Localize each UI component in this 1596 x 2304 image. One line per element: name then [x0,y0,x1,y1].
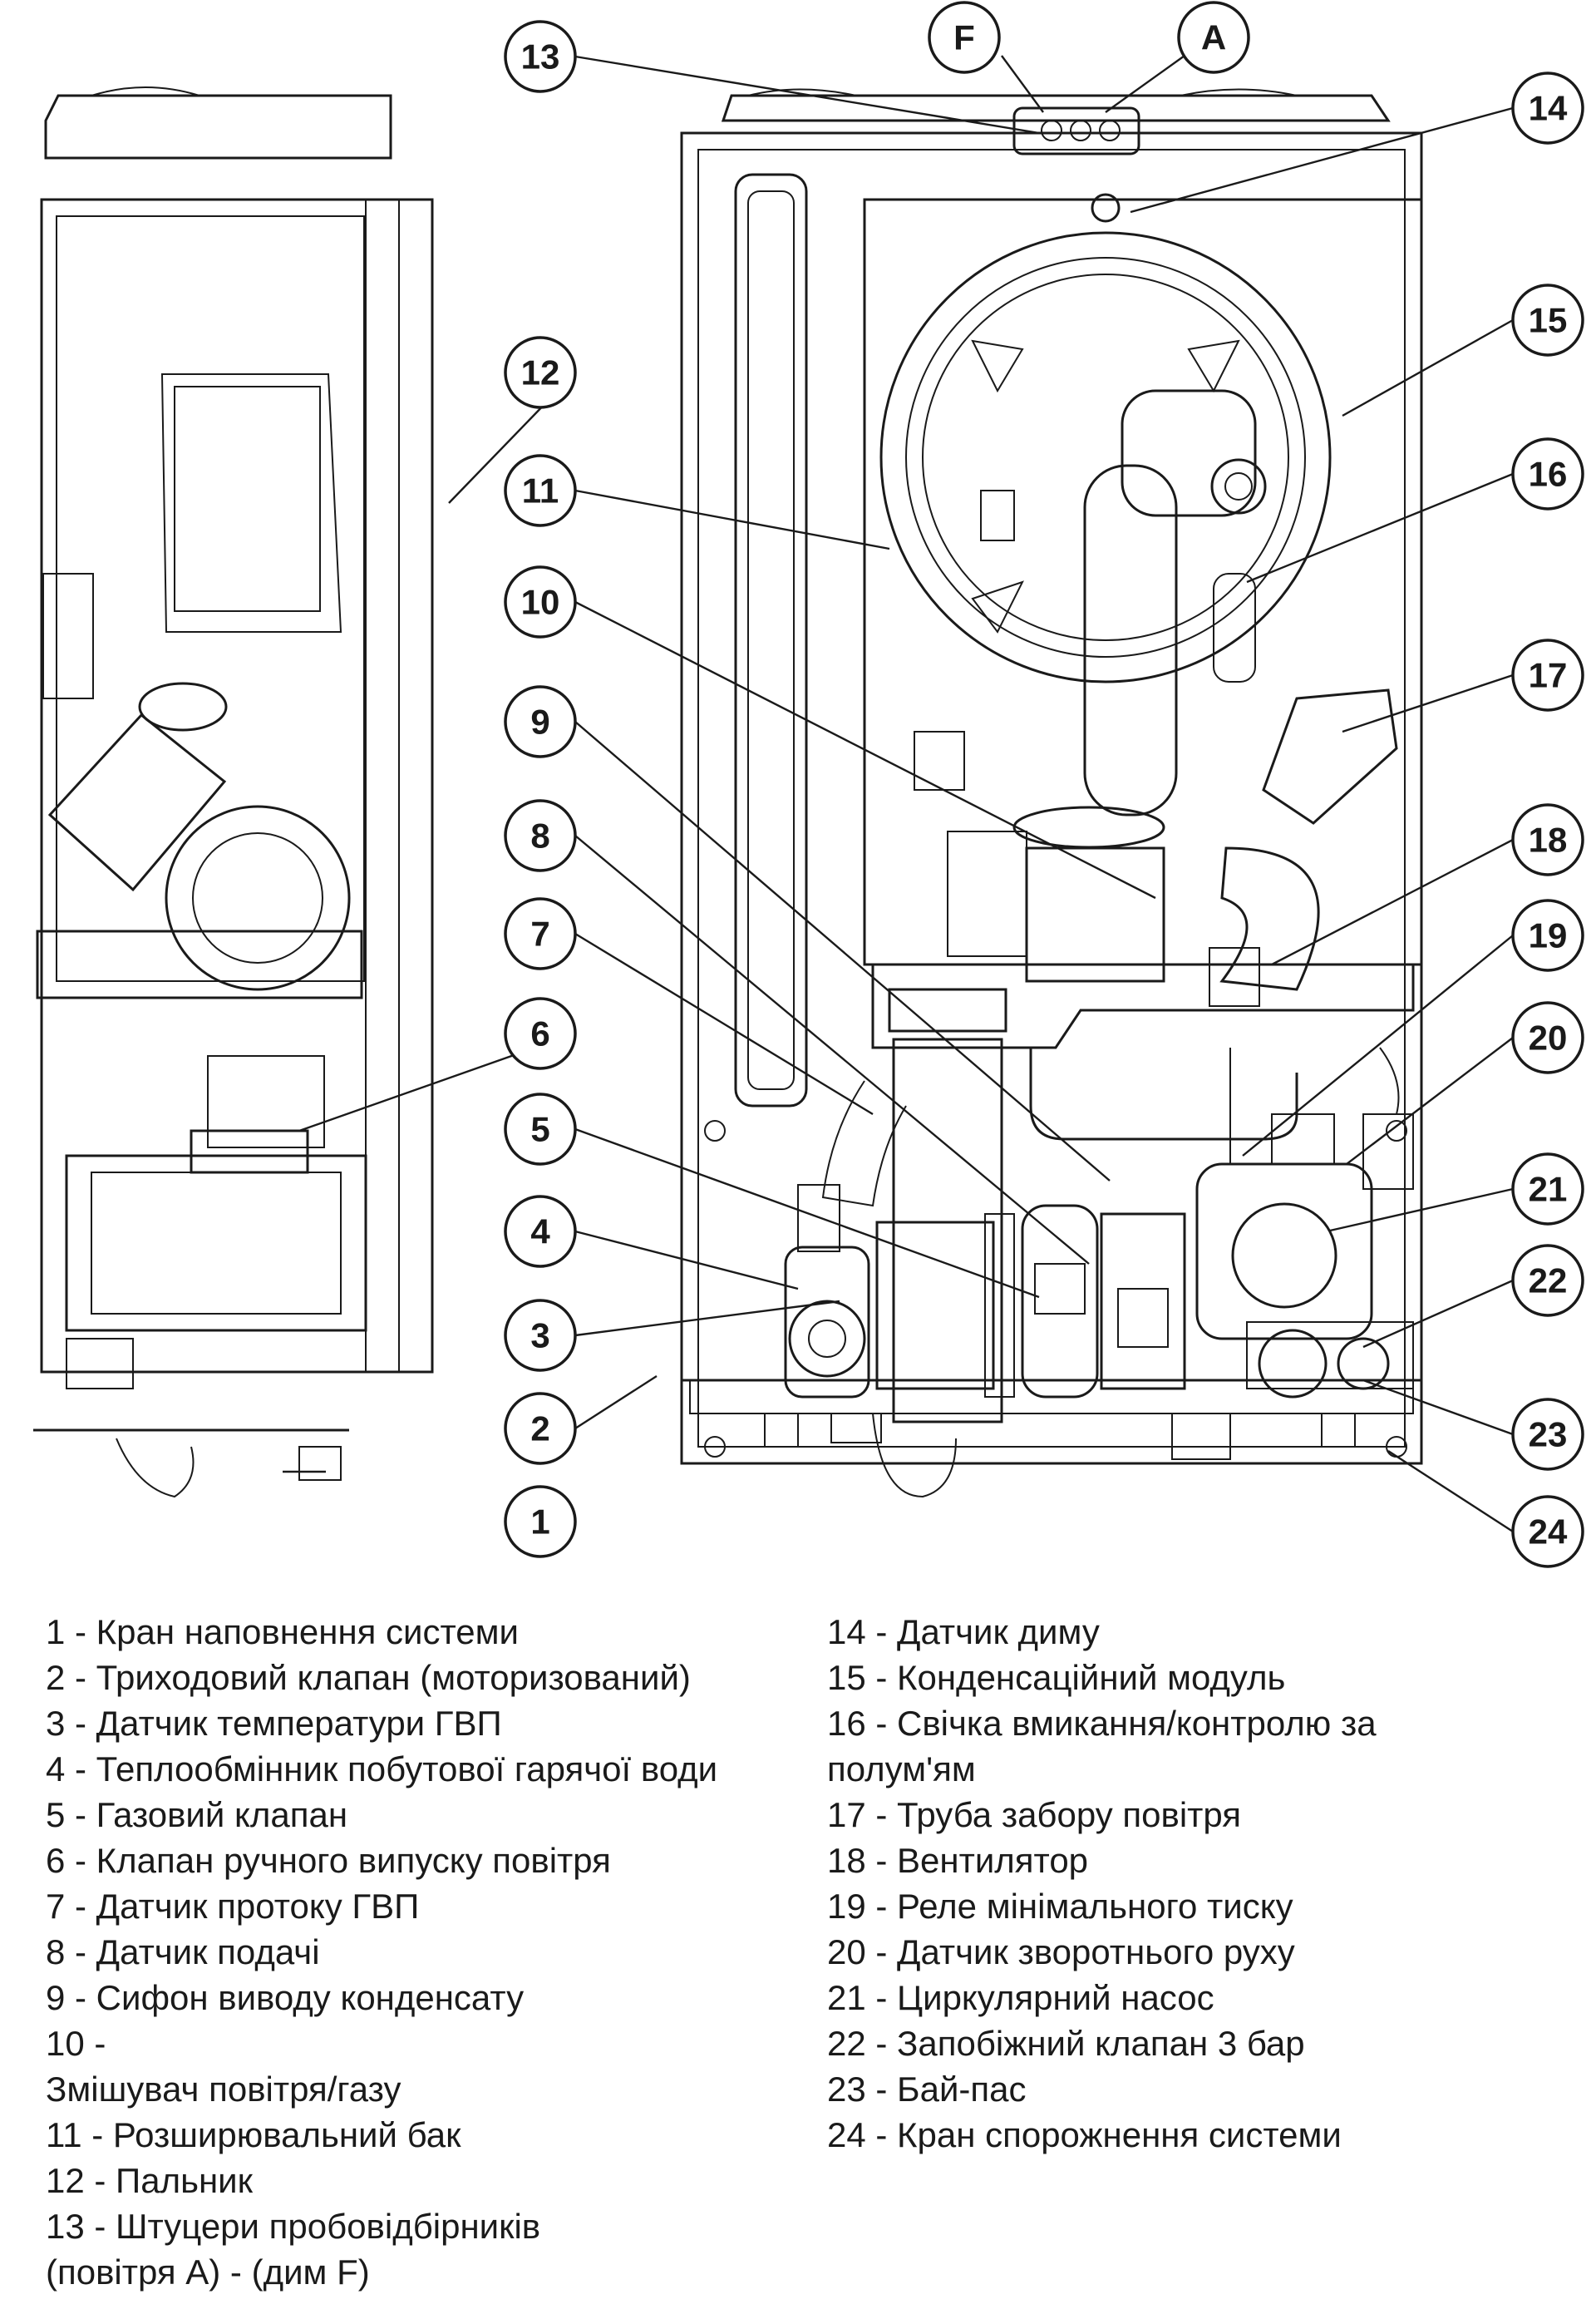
legend-item: 7 - Датчик протоку ГВП [46,1887,420,1926]
legend-item: 18 - Вентилятор [827,1841,1089,1880]
callout-23: 23 [1511,1398,1584,1471]
callout-22: 22 [1511,1244,1584,1317]
legend-left-column: 1 - Кран наповнення системи 2 - Триходов… [46,1609,810,2295]
callout-A: A [1177,1,1250,74]
callout-13: 13 [504,20,577,93]
legend-item: 1 - Кран наповнення системи [46,1612,519,1651]
callout-5: 5 [504,1093,577,1166]
legend-item: 22 - Запобіжний клапан 3 бар [827,2024,1305,2063]
svg-text:12: 12 [521,353,560,392]
callout-6: 6 [504,997,577,1070]
callout-7: 7 [504,897,577,970]
legend-item: 24 - Кран спорожнення системи [827,2115,1342,2154]
callout-9: 9 [504,685,577,758]
callout-11: 11 [504,454,577,527]
callout-markers: 1 2 3 4 5 6 7 8 9 10 11 12 13 14 15 16 1… [504,1,1584,1568]
legend-item: 15 - Конденсаційний модуль [827,1658,1286,1697]
svg-text:13: 13 [521,37,560,76]
callout-4: 4 [504,1195,577,1268]
callout-16: 16 [1511,437,1584,511]
callout-8: 8 [504,799,577,872]
callout-F: F [928,1,1001,74]
svg-text:20: 20 [1529,1019,1568,1058]
legend-item: 14 - Датчик диму [827,1612,1100,1651]
legend-item: 8 - Датчик подачі [46,1932,320,1971]
svg-text:23: 23 [1529,1415,1568,1454]
svg-text:5: 5 [530,1110,549,1149]
svg-text:3: 3 [530,1316,549,1355]
boiler-line-drawing [33,86,1423,1498]
svg-text:14: 14 [1529,89,1568,128]
svg-text:1: 1 [530,1502,549,1542]
svg-text:7: 7 [530,915,549,954]
legend-item: 6 - Клапан ручного випуску повітря [46,1841,611,1880]
svg-text:10: 10 [521,583,560,622]
svg-text:22: 22 [1529,1261,1568,1300]
callout-19: 19 [1511,899,1584,972]
side-view [33,86,434,1498]
svg-text:17: 17 [1529,656,1568,695]
svg-text:F: F [953,18,975,57]
callout-20: 20 [1511,1001,1584,1074]
svg-text:21: 21 [1529,1170,1568,1209]
legend-item: 2 - Триходовий клапан (моторизований) [46,1658,691,1697]
svg-text:19: 19 [1529,916,1568,955]
legend-item: 13 - Штуцери пробовідбірників (повітря А… [46,2207,541,2292]
svg-text:11: 11 [522,471,559,511]
legend-item: 23 - Бай-пас [827,2070,1027,2109]
callout-17: 17 [1511,639,1584,712]
callout-24: 24 [1511,1495,1584,1568]
legend-item: 17 - Труба забору повітря [827,1795,1242,1834]
svg-text:8: 8 [530,817,549,856]
callout-21: 21 [1511,1152,1584,1226]
callout-12: 12 [504,336,577,409]
legend-right-column: 14 - Датчик диму 15 - Конденсаційний мод… [827,1609,1559,2158]
legend-item: 12 - Пальник [46,2161,254,2200]
svg-text:2: 2 [530,1409,549,1448]
callout-3: 3 [504,1299,577,1372]
callout-1: 1 [504,1485,577,1558]
legend-item: 20 - Датчик зворотнього руху [827,1932,1295,1971]
legend-item: 21 - Циркулярний насос [827,1978,1214,2017]
svg-text:18: 18 [1529,821,1568,860]
svg-text:15: 15 [1529,301,1568,340]
svg-text:9: 9 [530,703,549,742]
callout-15: 15 [1511,284,1584,357]
leader-lines [283,55,1514,1533]
boiler-diagram: 1 2 3 4 5 6 7 8 9 10 11 12 13 14 15 16 1… [33,1,1584,1568]
legend-item: 16 - Свічка вмикання/контролю за полум'я… [827,1704,1377,1788]
callout-10: 10 [504,565,577,639]
svg-text:6: 6 [530,1014,549,1053]
front-view [680,88,1423,1498]
legend-item: 3 - Датчик температури ГВП [46,1704,502,1743]
svg-text:A: A [1201,18,1226,57]
legend-item: 4 - Теплообмінник побутової гарячої води [46,1749,718,1788]
legend-item: 5 - Газовий клапан [46,1795,348,1834]
callout-2: 2 [504,1392,577,1465]
svg-text:24: 24 [1529,1512,1568,1552]
legend-item: 9 - Сифон виводу конденсату [46,1978,525,2017]
legend-item: 11 - Розширювальний бак [46,2115,461,2154]
callout-14: 14 [1511,72,1584,145]
callout-18: 18 [1511,803,1584,876]
svg-text:4: 4 [530,1212,550,1251]
legend-item: 19 - Реле мінімального тиску [827,1887,1293,1926]
legend-item: 10 - Змішувач повітря/газу [46,2024,401,2109]
svg-text:16: 16 [1529,455,1568,494]
